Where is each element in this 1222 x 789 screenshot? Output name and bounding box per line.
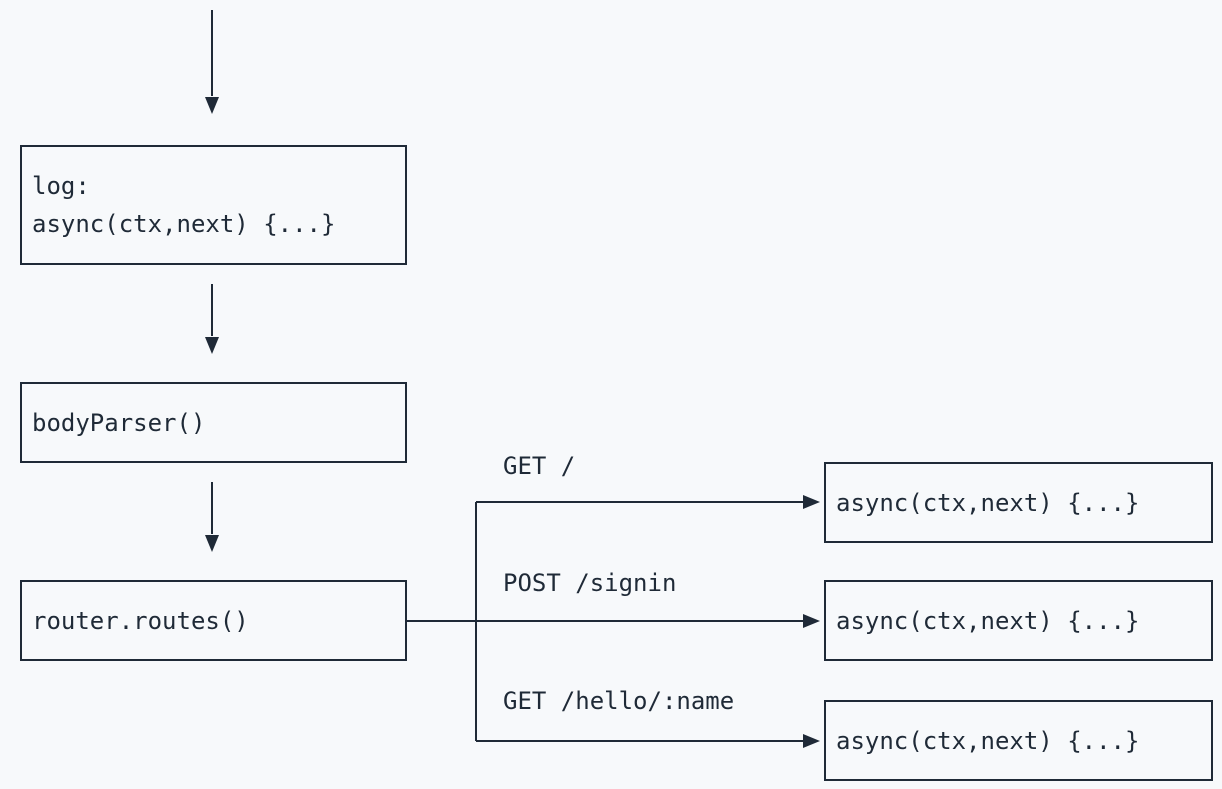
route-handler-box-3: async(ctx,next) {...} — [824, 700, 1213, 781]
route-handler-box-2: async(ctx,next) {...} — [824, 580, 1213, 661]
route-branch-1-arrowhead — [803, 495, 820, 509]
route-branch-3-arrowhead — [803, 734, 820, 748]
router-label: router.routes() — [32, 606, 249, 635]
log-function: async(ctx,next) {...} — [32, 210, 336, 238]
arrowhead-log-to-bodyparser — [205, 337, 219, 354]
route-branch-2-arrowhead — [803, 614, 820, 628]
log-label: log: — [32, 172, 90, 200]
log-middleware-box: log: async(ctx,next) {...} — [20, 145, 407, 265]
arrowhead-bodyparser-to-router — [205, 535, 219, 552]
route-label-1: GET / — [503, 452, 576, 480]
router-box: router.routes() — [20, 580, 407, 661]
route-handler-3: async(ctx,next) {...} — [836, 726, 1140, 755]
route-label-2: POST /signin — [503, 569, 677, 597]
route-handler-2: async(ctx,next) {...} — [836, 606, 1140, 635]
bodyparser-label: bodyParser() — [32, 408, 206, 437]
route-handler-1: async(ctx,next) {...} — [836, 488, 1140, 517]
route-label-3: GET /hello/:name — [503, 687, 735, 715]
arrowhead-into-log — [205, 97, 219, 114]
route-handler-box-1: async(ctx,next) {...} — [824, 462, 1213, 543]
bodyparser-box: bodyParser() — [20, 382, 407, 463]
